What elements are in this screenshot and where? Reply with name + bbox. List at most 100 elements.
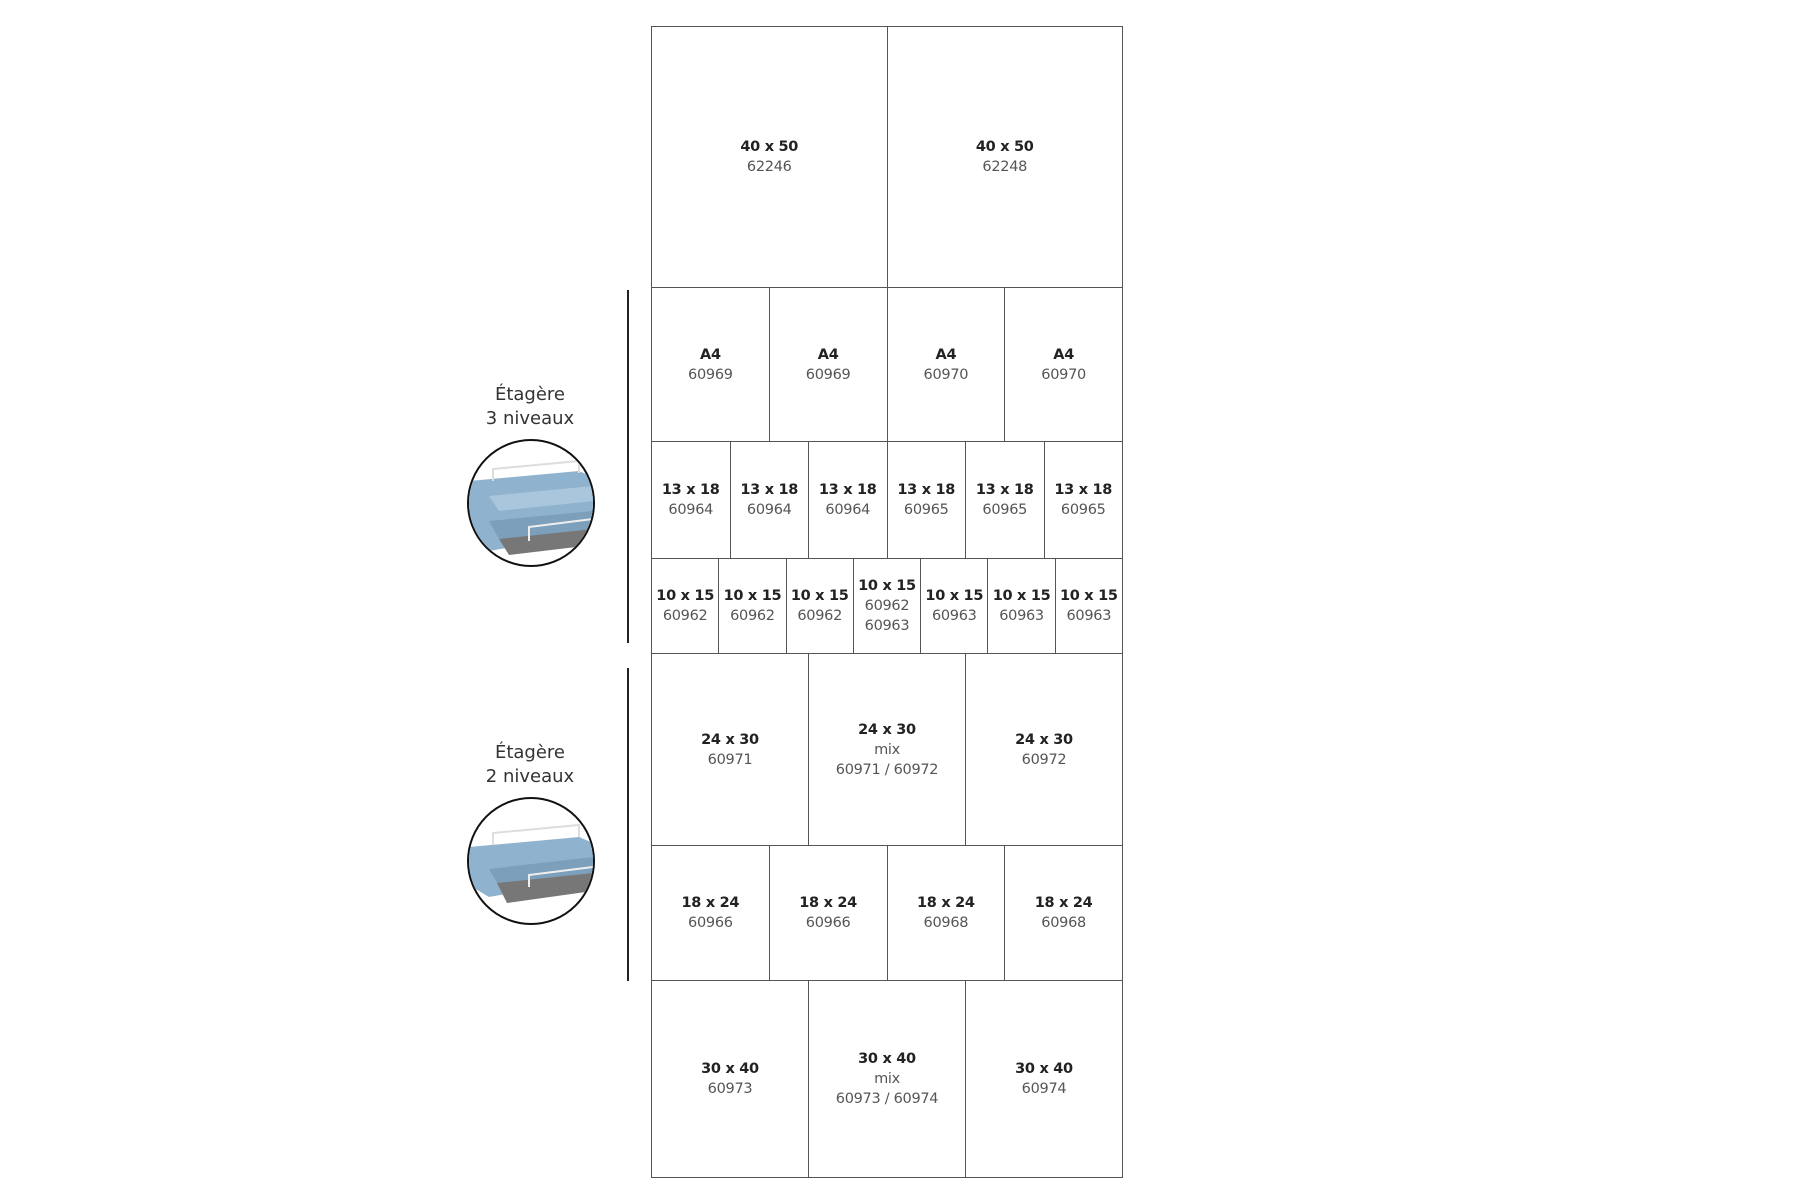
frame-reference: 60964 bbox=[668, 502, 714, 519]
frame-cell: 13 x 18 60965 bbox=[965, 442, 1044, 558]
frame-size: 10 x 15 bbox=[992, 587, 1051, 604]
frame-size: 30 x 40 bbox=[858, 1051, 916, 1068]
frame-reference: mix bbox=[874, 1071, 900, 1088]
section-subtitle: 2 niveaux bbox=[485, 766, 575, 787]
frame-size: 13 x 18 bbox=[975, 482, 1034, 499]
frame-cell: 18 x 24 60968 bbox=[886, 846, 1005, 981]
frame-cell: A4 60969 bbox=[768, 288, 887, 442]
frame-size: A4 bbox=[1053, 346, 1074, 363]
frame-reference: 60974 bbox=[1021, 1081, 1067, 1098]
section-label-3-levels: Étagère 3 niveaux bbox=[450, 383, 610, 431]
frame-cell: 24 x 30 60971 bbox=[652, 654, 808, 845]
frame-reference: 60969 bbox=[688, 366, 733, 383]
frame-reference: mix bbox=[874, 741, 900, 758]
frame-cell: 18 x 24 60966 bbox=[768, 846, 887, 981]
section-bracket-2-levels bbox=[627, 668, 629, 981]
frame-cell: 30 x 40 60974 bbox=[965, 981, 1122, 1177]
frame-reference: 60964 bbox=[825, 502, 871, 519]
frame-size: 13 x 18 bbox=[1054, 482, 1113, 499]
section-title: Étagère bbox=[494, 742, 566, 763]
frame-size: 24 x 30 bbox=[1015, 731, 1073, 748]
frame-reference: 60963 bbox=[999, 607, 1044, 624]
frame-size: 40 x 50 bbox=[740, 139, 799, 156]
frame-cell: 13 x 18 60965 bbox=[886, 442, 966, 558]
frame-cell: 30 x 40 mix 60973 / 60974 bbox=[808, 981, 965, 1177]
section-subtitle: 3 niveaux bbox=[485, 408, 575, 429]
frame-cell: 40 x 50 62248 bbox=[886, 27, 1123, 288]
frame-cell: 10 x 15 60963 bbox=[987, 558, 1054, 654]
frame-reference: 62248 bbox=[982, 159, 1028, 176]
frame-reference: 60963 bbox=[931, 607, 977, 624]
frame-cell: 18 x 24 60968 bbox=[1004, 846, 1122, 981]
frame-size: 18 x 24 bbox=[917, 895, 975, 912]
frame-size: 24 x 30 bbox=[858, 721, 916, 738]
section-bracket-3-levels bbox=[627, 290, 629, 643]
frame-size: 40 x 50 bbox=[975, 139, 1034, 156]
frame-cell: A4 60969 bbox=[652, 288, 769, 441]
frame-reference: 60962 bbox=[730, 607, 775, 624]
frame-reference: 60965 bbox=[1060, 502, 1106, 519]
frame-reference: 60966 bbox=[805, 915, 851, 932]
frame-size: 24 x 30 bbox=[701, 731, 759, 748]
frame-size: 10 x 15 bbox=[656, 587, 714, 604]
shelf-2-levels-image bbox=[467, 797, 595, 925]
frame-size: 18 x 24 bbox=[681, 895, 740, 912]
frame-cell: 13 x 18 60965 bbox=[1043, 442, 1123, 558]
frame-size: 10 x 15 bbox=[925, 587, 984, 604]
frame-size: 10 x 15 bbox=[723, 587, 782, 604]
section-title: Étagère bbox=[494, 384, 566, 405]
frame-reference: 60962 bbox=[864, 597, 910, 614]
frame-size: 10 x 15 bbox=[858, 577, 916, 594]
section-label-2-levels: Étagère 2 niveaux bbox=[450, 741, 610, 789]
frame-reference: 60965 bbox=[903, 502, 949, 519]
frame-size: 30 x 40 bbox=[1015, 1061, 1073, 1078]
frame-cell: 13 x 18 60964 bbox=[652, 442, 730, 557]
frame-cell: 24 x 30 60972 bbox=[965, 654, 1122, 846]
frame-reference: 60964 bbox=[746, 502, 792, 519]
frame-reference: 60971 / 60972 bbox=[835, 761, 939, 778]
frame-cell: 10 x 15 60962 bbox=[718, 558, 785, 654]
frame-reference: 60970 bbox=[1041, 366, 1086, 383]
frame-reference: 60962 bbox=[662, 607, 708, 624]
frame-size: 18 x 24 bbox=[1034, 895, 1093, 912]
frame-reference: 60966 bbox=[688, 915, 733, 932]
frame-reference: 60969 bbox=[805, 366, 851, 383]
frame-size: 13 x 18 bbox=[897, 482, 956, 499]
frame-reference: 62246 bbox=[746, 159, 792, 176]
frame-size: 13 x 18 bbox=[818, 482, 877, 499]
frame-size: A4 bbox=[700, 346, 721, 363]
frame-reference: 60968 bbox=[923, 915, 969, 932]
frame-reference: 60968 bbox=[1041, 915, 1086, 932]
frame-reference: 60972 bbox=[1021, 751, 1067, 768]
frame-reference: 60973 / 60974 bbox=[835, 1091, 939, 1108]
frame-reference: 60963 bbox=[864, 617, 910, 634]
frame-reference: 60965 bbox=[982, 502, 1028, 519]
grid-row: 40 x 50 62246 40 x 50 62248 bbox=[652, 27, 1123, 288]
frame-cell: 10 x 15 60963 bbox=[920, 558, 987, 654]
frame-reference: 60962 bbox=[797, 607, 843, 624]
frame-cell: 10 x 15 60962 bbox=[652, 559, 718, 653]
frame-reference: 60971 bbox=[707, 751, 753, 768]
frame-size: 10 x 15 bbox=[790, 587, 849, 604]
frame-cell: A4 60970 bbox=[1004, 288, 1122, 442]
frame-size: 13 x 18 bbox=[661, 482, 720, 499]
frame-cell: 13 x 18 60964 bbox=[729, 442, 809, 558]
frame-cell: 18 x 24 60966 bbox=[652, 846, 769, 980]
frame-cell: 24 x 30 mix 60971 / 60972 bbox=[808, 654, 965, 846]
frame-cell: 40 x 50 62246 bbox=[652, 27, 887, 287]
frame-size: 30 x 40 bbox=[701, 1061, 759, 1078]
frame-size: 13 x 18 bbox=[740, 482, 799, 499]
frame-reference: 60963 bbox=[1066, 607, 1112, 624]
shelf-3-levels-image bbox=[467, 439, 595, 567]
frame-size: A4 bbox=[817, 346, 839, 363]
frame-size: 18 x 24 bbox=[799, 895, 857, 912]
frame-cell: 13 x 18 60964 bbox=[808, 442, 887, 558]
